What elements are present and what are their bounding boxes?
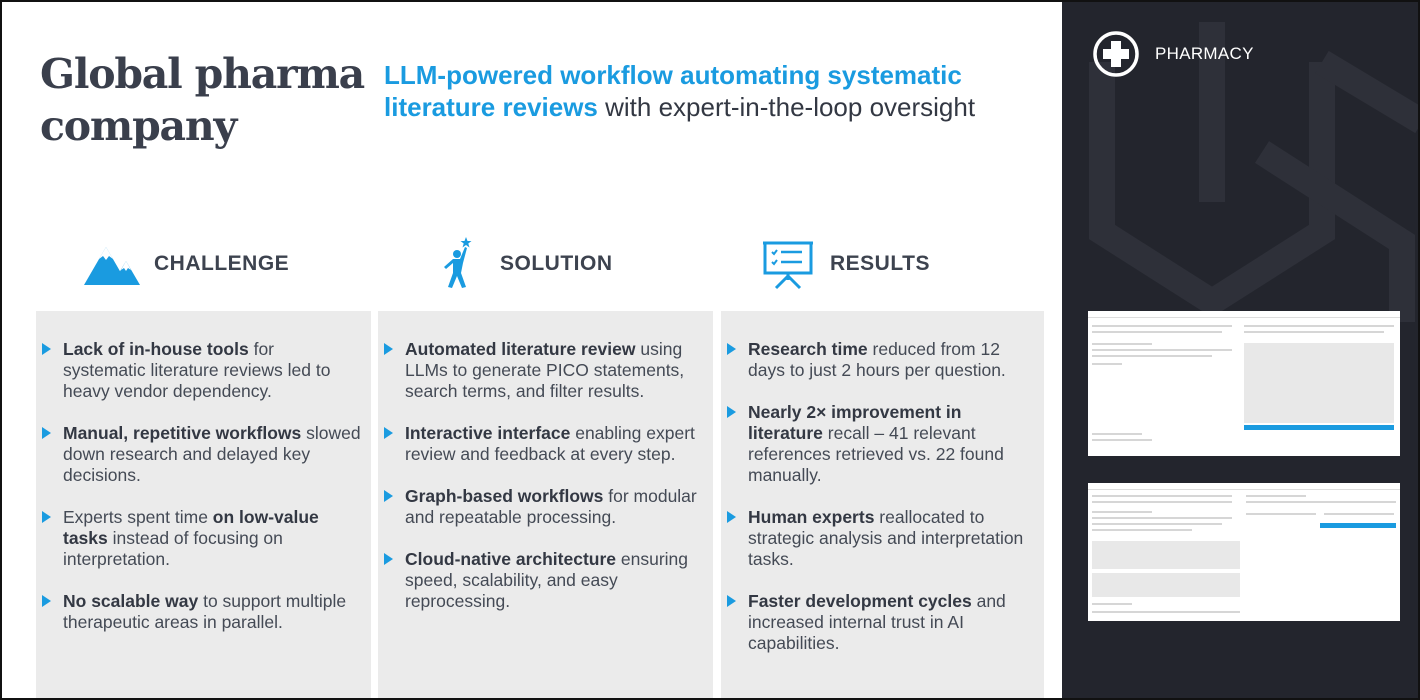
bullet-bold: Manual, repetitive workflows [63,423,302,443]
mountain-icon [82,234,142,294]
arrow-right-icon [384,490,393,502]
bullet-text: reduced from 12 days to just 2 hours per… [748,339,1006,380]
person-reaching-star-icon [428,234,488,294]
solution-bullet: Automated literature review using LLMs t… [384,339,703,402]
app-screenshot-thumbnail [1088,311,1400,456]
bullet-text: reallocated to strategic analysis and in… [748,507,1024,569]
arrow-right-icon [384,343,393,355]
bullet-bold: Interactive interface [405,423,571,443]
bullet-bold: Cloud-native architecture [405,549,617,569]
solution-bullet: Graph-based workflows for modular and re… [384,486,703,528]
arrow-right-icon [727,406,736,418]
presentation-board-icon [758,234,818,294]
arrow-right-icon [727,343,736,355]
bullet-bold: Human experts [748,507,875,527]
results-header: RESULTS [758,234,930,294]
headline: LLM-powered workflow automating systemat… [384,59,1054,123]
company-title-line-2: company [40,102,237,150]
bullet-text: using LLMs to generate PICO statements, … [405,339,685,401]
bullet-bold: Faster development cycles [748,591,972,611]
arrow-right-icon [727,595,736,607]
industry-label: PHARMACY [1155,44,1254,63]
challenge-title: CHALLENGE [154,252,290,275]
solution-bullet: Cloud-native architecture ensuring speed… [384,549,703,612]
arrow-right-icon [384,427,393,439]
challenge-bullet: Lack of in-house tools for systematic li… [42,339,361,402]
bullet-text: and increased internal trust in AI capab… [748,591,1006,653]
results-title: RESULTS [830,252,930,275]
bullet-bold: Research time [748,339,868,359]
solution-bullet: Interactive interface enabling expert re… [384,423,703,465]
bullet-text: enabling expert review and feedback at e… [405,423,695,464]
arrow-right-icon [42,595,51,607]
arrow-right-icon [42,427,51,439]
results-bullet: Research time reduced from 12 days to ju… [727,339,1034,381]
bullet-text: for modular and repeatable processing. [405,486,697,527]
bullet-bold: Lack of in-house tools [63,339,249,359]
results-panel: Research time reduced from 12 days to ju… [721,311,1044,698]
app-screenshot-thumbnail [1088,483,1400,621]
solution-panel: Automated literature review using LLMs t… [378,311,713,698]
bullet-bold: Automated literature review [405,339,636,359]
medical-cross-icon [1092,30,1140,78]
solution-header: SOLUTION [428,234,613,294]
challenge-bullet: No scalable way to support multiple ther… [42,591,361,633]
arrow-right-icon [727,511,736,523]
bullet-text: slowed down research and delayed key dec… [63,423,361,485]
bullet-bold: Graph-based workflows [405,486,604,506]
arrow-right-icon [42,343,51,355]
bullet-bold: No scalable way [63,591,199,611]
company-title: Global pharma company [40,48,365,152]
bullet-text: instead of focusing on interpretation. [63,528,283,569]
headline-rest: with expert-in-the-loop oversight [597,92,976,122]
bullet-text: ensuring speed, scalability, and easy re… [405,549,689,611]
headline-highlight-1: LLM-powered workflow automating systemat… [384,60,962,90]
industry-sidebar: PHARMACY [1062,2,1418,698]
background-pattern [1089,22,1418,322]
arrow-right-icon [42,511,51,523]
arrow-right-icon [384,553,393,565]
results-bullet: Faster development cycles and increased … [727,591,1034,654]
challenge-header: CHALLENGE [82,234,289,294]
challenge-panel: Lack of in-house tools for systematic li… [36,311,371,698]
challenge-bullet: Experts spent time on low-value tasks in… [42,507,361,570]
bullet-text: for systematic literature reviews led to… [63,339,331,401]
bullet-pre: Experts spent time [63,507,213,527]
bullet-text: recall – 41 relevant references retrieve… [748,423,1004,485]
results-bullet: Human experts reallocated to strategic a… [727,507,1034,570]
bullet-text: to support multiple therapeutic areas in… [63,591,347,632]
solution-title: SOLUTION [500,252,613,275]
bullet-bold: Nearly 2× improvement in literature [748,402,962,443]
results-bullet: Nearly 2× improvement in literature reca… [727,402,1034,486]
headline-highlight-2: literature reviews [384,92,598,122]
company-title-line-1: Global pharma [40,50,365,98]
challenge-bullet: Manual, repetitive workflows slowed down… [42,423,361,486]
bullet-bold: on low-value tasks [63,507,319,548]
